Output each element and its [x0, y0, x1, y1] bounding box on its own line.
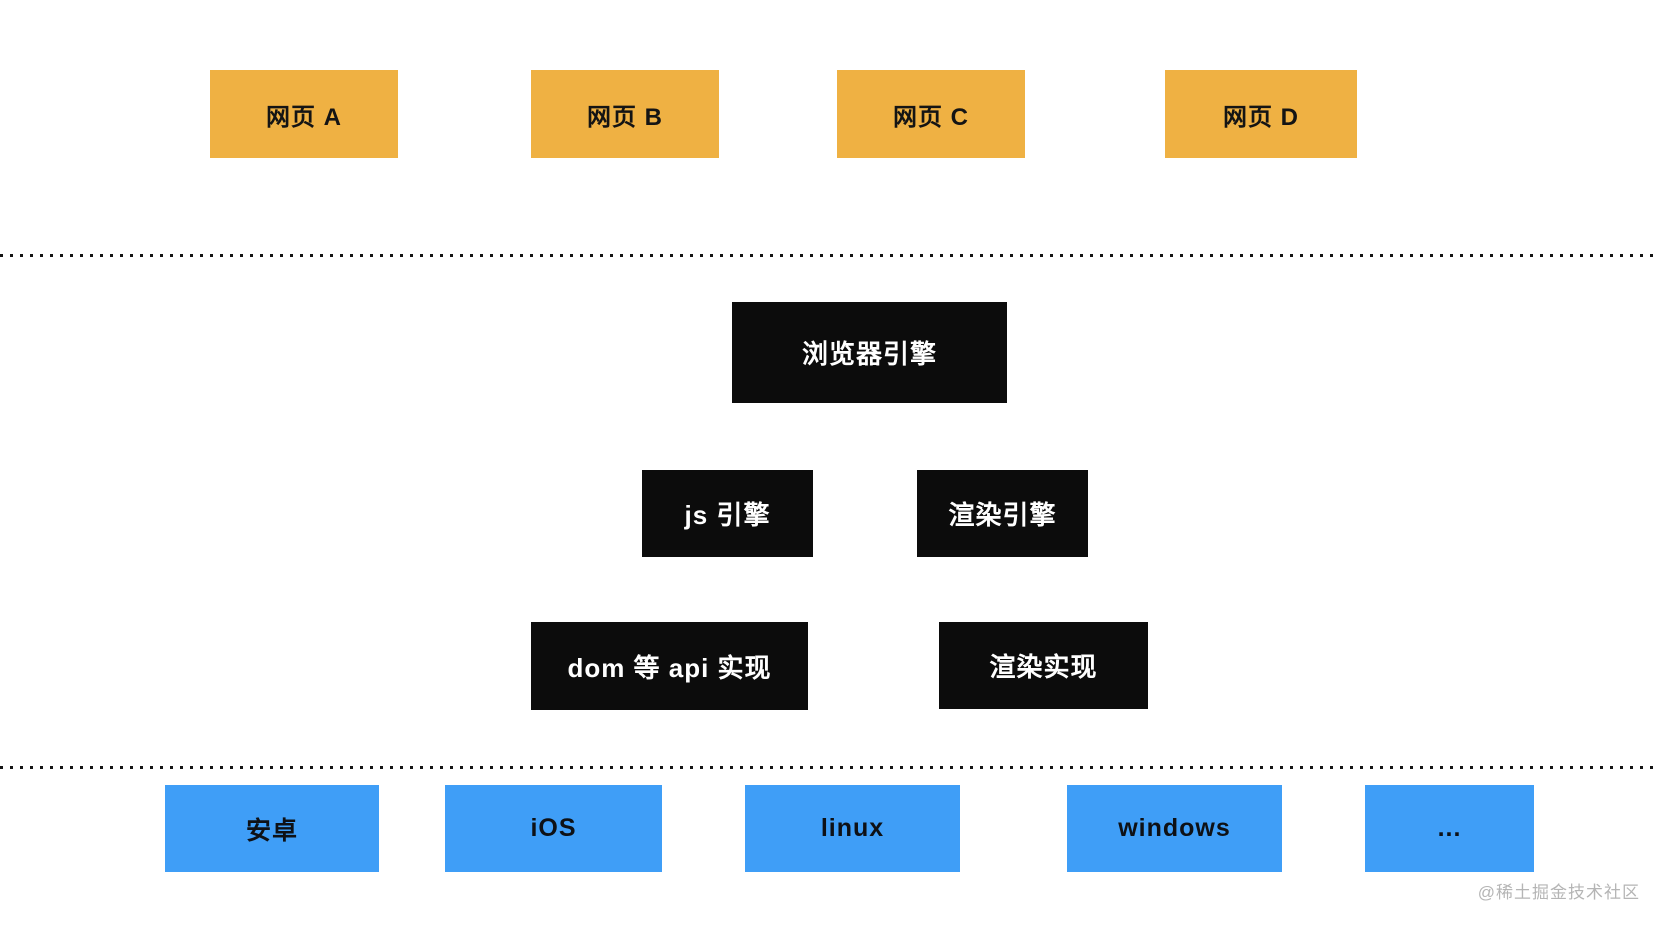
dotted-divider-bottom — [0, 766, 1656, 769]
os-ios-box: iOS — [445, 785, 662, 872]
os-linux-box: linux — [745, 785, 960, 872]
web-page-b-box: 网页 B — [531, 70, 719, 158]
web-page-a-box: 网页 A — [210, 70, 398, 158]
js-engine-box: js 引擎 — [642, 470, 813, 557]
web-page-c-box: 网页 C — [837, 70, 1025, 158]
render-engine-box: 渲染引擎 — [917, 470, 1088, 557]
dom-api-implementation-box: dom 等 api 实现 — [531, 622, 808, 710]
web-page-d-box: 网页 D — [1165, 70, 1357, 158]
render-implementation-box: 渲染实现 — [939, 622, 1148, 709]
os-windows-box: windows — [1067, 785, 1282, 872]
dotted-divider-top — [0, 254, 1656, 257]
os-android-box: 安卓 — [165, 785, 379, 872]
watermark-text: @稀土掘金技术社区 — [1477, 883, 1640, 902]
os-more-box: ... — [1365, 785, 1534, 872]
browser-engine-box: 浏览器引擎 — [732, 302, 1007, 403]
